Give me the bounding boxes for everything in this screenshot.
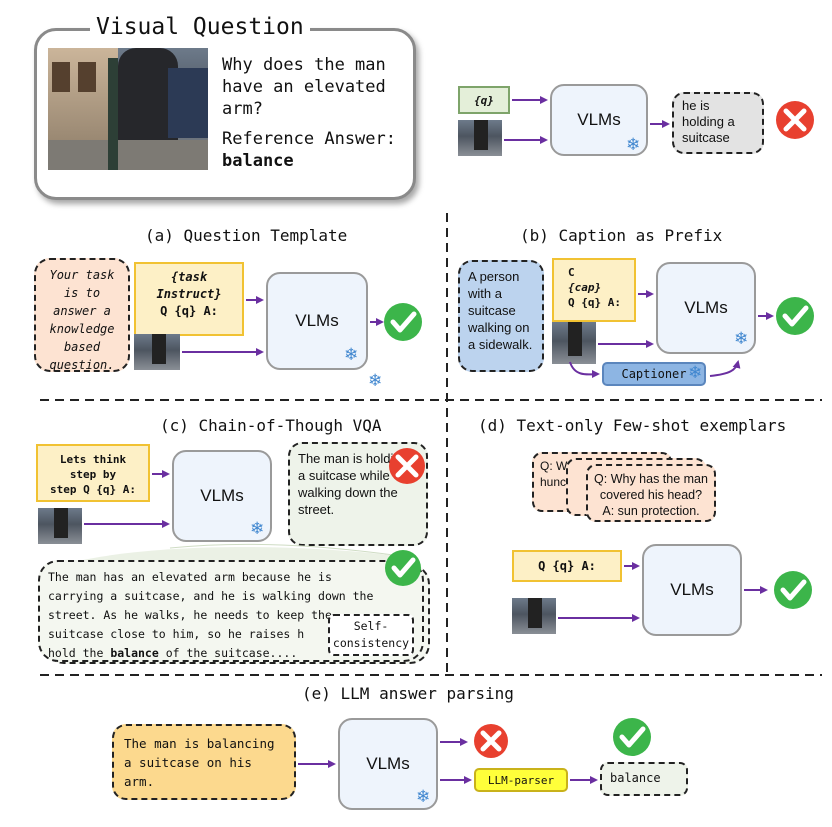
template-line-1: {task	[170, 270, 208, 284]
section-c-title: (c) Chain-of-Though VQA	[160, 416, 382, 435]
wrong-icon	[474, 724, 508, 758]
snowflake-icon: ❄	[416, 787, 431, 806]
baseline-question-input: {q}	[458, 86, 510, 114]
question-text: Why does the man have an elevated arm?	[222, 55, 386, 119]
section-e-vlm-box: VLMs	[338, 718, 438, 810]
snowflake-icon: ❄	[688, 363, 703, 382]
self-consistency-line-2: consistency	[332, 636, 410, 650]
cot-prompt-line-2: step by	[69, 468, 117, 481]
snowflake-icon: ❄	[250, 519, 265, 538]
snowflake-icon: ❄	[734, 329, 749, 348]
section-a-vlm-box: VLMs	[266, 272, 368, 370]
cot-prompt-line-3: step Q {q} A:	[49, 483, 137, 496]
parsed-answer-box: balance	[600, 762, 688, 796]
reasoning-line-4: suitcase close to him, so he raises h	[48, 627, 305, 641]
snowflake-icon: ❄	[368, 371, 383, 390]
caption-template-line-1: C	[568, 266, 575, 279]
section-a-title: (a) Question Template	[145, 226, 348, 245]
baseline-image	[458, 120, 502, 156]
caption-box: A person with a suitcase walking on a si…	[458, 260, 544, 372]
caption-template-line-2: {cap}	[568, 281, 602, 294]
baseline-output: he is holding a suitcase	[672, 92, 764, 154]
reasoning-balance-word: balance	[110, 646, 159, 660]
section-b-image	[552, 322, 596, 364]
section-c-vlm-label: VLMs	[200, 486, 244, 505]
caption-template-box: C {cap} Q {q} A:	[552, 258, 636, 322]
section-b-vlm-label: VLMs	[684, 298, 728, 317]
section-b-title: (b) Caption as Prefix	[520, 226, 723, 245]
section-d-vlm-box: VLMs	[642, 544, 742, 636]
wrong-icon	[776, 101, 814, 139]
instruction-box: Your task is to answer a knowledge based…	[34, 258, 130, 372]
exemplar-card-front: Q: Why has the man covered his head? A: …	[586, 464, 716, 522]
captioner-box: Captioner	[602, 362, 706, 386]
section-d-vlm-label: VLMs	[670, 580, 714, 599]
reference-answer-value: balance	[222, 151, 294, 171]
reasoning-line-2: carrying a suitcase, and he is walking d…	[48, 589, 374, 603]
section-e-vlm-label: VLMs	[366, 754, 410, 773]
section-a-image	[134, 334, 180, 370]
check-icon	[776, 297, 814, 335]
cot-prompt-box: Lets think step by step Q {q} A:	[36, 444, 150, 502]
exemplar-back-line-1: Q: W	[540, 459, 568, 473]
cot-output-box: The man is holding a suitcase while walk…	[288, 442, 428, 546]
reference-answer-label: Reference Answer:	[222, 129, 396, 149]
reference-answer: Reference Answer: balance	[222, 128, 402, 172]
few-shot-prompt-box: Q {q} A:	[512, 550, 622, 582]
snowflake-icon: ❄	[626, 135, 641, 154]
self-consistency-box: Self- consistency	[328, 614, 414, 656]
check-icon	[774, 571, 812, 609]
cot-prompt-line-1: Lets think	[59, 453, 127, 466]
question-image	[48, 48, 208, 170]
section-c-image	[38, 508, 82, 544]
section-a-vlm-label: VLMs	[295, 311, 339, 330]
section-d-title: (d) Text-only Few-shot exemplars	[478, 416, 787, 435]
visual-question-title: Visual Question	[90, 14, 310, 40]
template-line-3: Q {q} A:	[160, 304, 218, 318]
caption-template-line-3: Q {q} A:	[568, 296, 621, 309]
check-icon	[613, 718, 651, 756]
section-e-title: (e) LLM answer parsing	[302, 684, 514, 703]
self-consistency-line-1: Self-	[353, 619, 389, 633]
check-icon	[384, 303, 422, 341]
llm-parser-box: LLM-parser	[474, 768, 568, 792]
verbose-answer-box: The man is balancing a suitcase on his a…	[112, 724, 296, 800]
reasoning-line-1: The man has an elevated arm because he i…	[48, 570, 332, 584]
question-template-box: {task Instruct} Q {q} A:	[134, 262, 244, 336]
baseline-vlm-box: VLMs	[550, 84, 648, 156]
section-d-image	[512, 598, 556, 634]
reasoning-line-3: street. As he walks, he needs to keep th…	[48, 608, 332, 622]
snowflake-icon: ❄	[344, 345, 359, 364]
reasoning-line-5: hold the balance of the suitcase....	[48, 646, 298, 660]
exemplar-back-line-2: hunch	[540, 475, 573, 489]
section-c-vlm-box: VLMs	[172, 450, 272, 542]
section-b-vlm-box: VLMs	[656, 262, 756, 354]
template-line-2: Instruct}	[156, 287, 222, 301]
baseline-vlm-label: VLMs	[577, 110, 621, 129]
